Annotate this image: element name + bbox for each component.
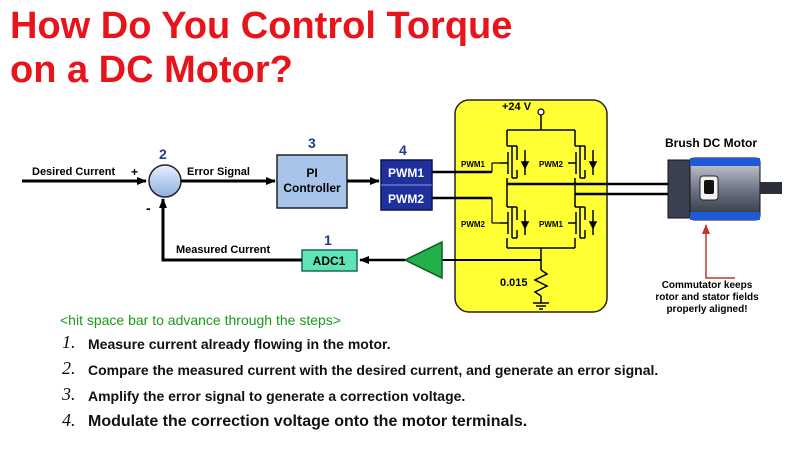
title-line-2: on a DC Motor? <box>10 49 293 91</box>
step-number-3: 3 <box>308 135 316 151</box>
commutator-note-line-2: rotor and stator fields <box>655 292 759 303</box>
pwm2-label: PWM2 <box>388 192 424 206</box>
plus-sign: + <box>131 165 138 179</box>
bridge-label-top-left: PWM1 <box>461 160 486 169</box>
mosfet-top-right <box>568 145 598 187</box>
mosfet-bottom-left <box>500 206 530 248</box>
measured-current-label: Measured Current <box>176 244 270 256</box>
title-line-1: How Do You Control Torque <box>10 5 513 47</box>
step-text: Compare the measured current with the de… <box>88 362 659 378</box>
bridge-label-bottom-left: PWM2 <box>461 220 486 229</box>
commutator-arrow <box>702 224 735 279</box>
feedback-wire <box>159 198 302 262</box>
brush-dc-motor <box>667 157 782 221</box>
adc-label: ADC1 <box>313 254 346 268</box>
control-loop-diagram: Desired Current + 2 - Error Signal 3 PI … <box>22 99 782 315</box>
step-text: Measure current already flowing in the m… <box>88 336 391 352</box>
minus-sign: - <box>146 200 151 216</box>
desired-current-label: Desired Current <box>32 166 115 178</box>
bridge-label-top-right: PWM2 <box>539 160 564 169</box>
supply-node <box>537 108 545 116</box>
step-number: 1. <box>62 332 76 352</box>
bridge-label-bottom-right: PWM1 <box>539 220 564 229</box>
resistor-value-label: 0.015 <box>500 277 528 289</box>
slide-title: How Do You Control Torque on a DC Motor? <box>10 4 512 92</box>
step-number-2: 2 <box>159 146 167 162</box>
supply-label: +24 V <box>502 101 532 113</box>
h-bridge-panel <box>454 99 608 313</box>
step-number: 2. <box>62 358 76 378</box>
commutator-note-line-3: properly aligned! <box>666 304 747 315</box>
step-text: Amplify the error signal to generate a c… <box>88 388 466 404</box>
motor-label: Brush DC Motor <box>665 136 757 150</box>
mosfet-top-left <box>500 145 530 187</box>
advance-hint: <hit space bar to advance through the st… <box>60 312 341 328</box>
commutator-note-line-1: Commutator keeps <box>662 280 753 291</box>
pi-controller-block <box>276 154 348 209</box>
summing-junction <box>148 164 182 198</box>
step-number: 4. <box>62 410 76 430</box>
pi-controller-label-line-1: PI <box>306 166 317 180</box>
step-number-1: 1 <box>324 232 332 248</box>
step-text: Modulate the correction voltage onto the… <box>88 413 528 430</box>
amplifier-triangle <box>403 240 443 280</box>
step-number-4: 4 <box>399 142 407 158</box>
pwm1-label: PWM1 <box>388 166 424 180</box>
shunt-resistor <box>533 269 549 297</box>
step-number: 3. <box>62 384 76 404</box>
mosfet-bottom-right <box>568 206 598 248</box>
pi-controller-label-line-2: Controller <box>283 181 341 195</box>
error-signal-label: Error Signal <box>187 166 250 178</box>
